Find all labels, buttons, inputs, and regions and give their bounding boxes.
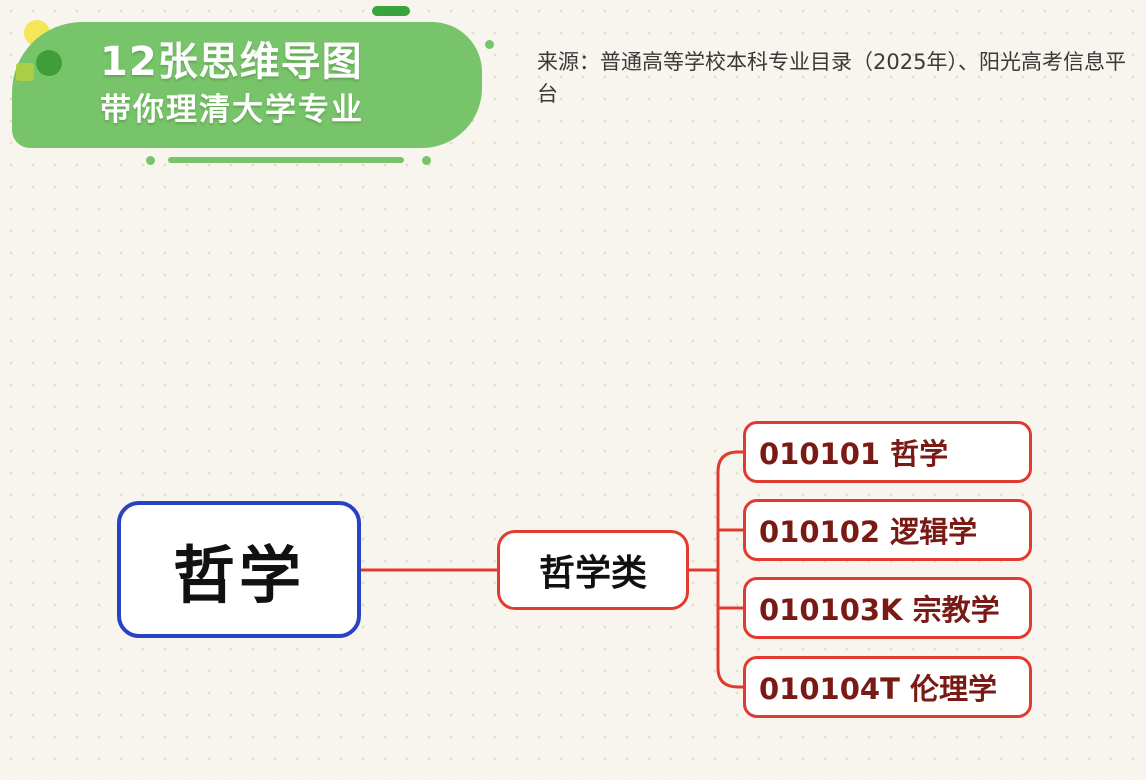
major-node: 010103K 宗教学 — [743, 577, 1032, 639]
decorative-underline-bar — [168, 157, 404, 163]
decorative-dot — [146, 156, 155, 165]
decorative-green-square — [16, 63, 34, 81]
source-note: 来源：普通高等学校本科专业目录（2025年）、阳光高考信息平台 — [537, 50, 1126, 106]
banner-subtitle: 带你理清大学专业 — [100, 92, 364, 128]
category-node: 哲学类 — [497, 530, 689, 610]
root-node-philosophy: 哲学 — [117, 501, 361, 638]
connector-major-4 — [716, 666, 745, 689]
major-node: 010101 哲学 — [743, 421, 1032, 483]
decorative-dot — [422, 156, 431, 165]
header-banner — [12, 22, 482, 148]
decorative-green-bar — [372, 6, 410, 16]
decorative-dot — [485, 40, 494, 49]
major-node: 010102 逻辑学 — [743, 499, 1032, 561]
major-node: 010104T 伦理学 — [743, 656, 1032, 718]
banner-title: 12张思维导图 — [100, 39, 363, 85]
decorative-green-dot — [36, 50, 62, 76]
connector-major-1 — [716, 450, 745, 474]
